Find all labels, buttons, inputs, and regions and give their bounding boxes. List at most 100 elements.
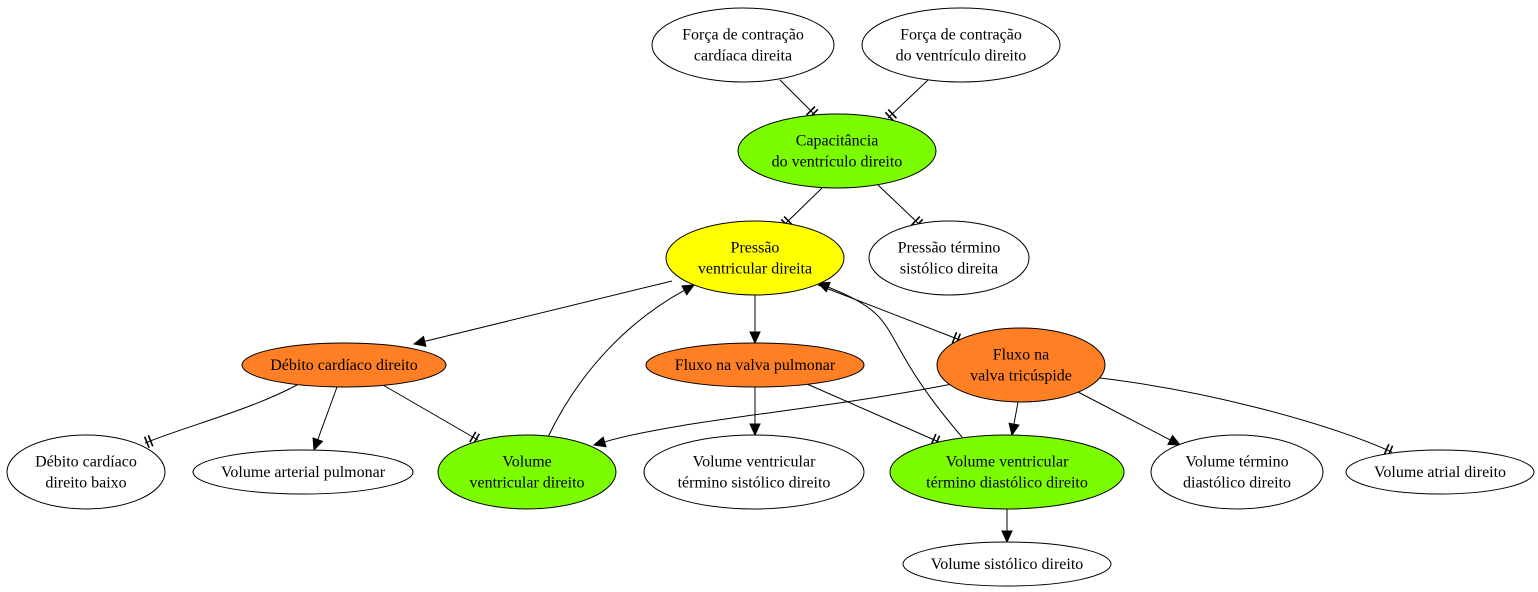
node-volume-atrial: Volume atrial direito (1345, 449, 1535, 495)
edge-volume_diastolico_final-to-volume_sistolico (1001, 509, 1013, 544)
node-ellipse (889, 434, 1125, 510)
edge-line (1013, 401, 1019, 425)
tee-mark (887, 108, 898, 119)
nodes-layer: Força de contração cardíaca direita Força … (6, 7, 1535, 587)
edge-line (806, 383, 940, 443)
tee-mark (143, 436, 150, 449)
node-pressao-termino: Pressão término sistólico direita (868, 220, 1030, 296)
edge-line (1099, 377, 1393, 453)
edge-line (877, 184, 921, 226)
edge-fluxo_pulmonar-to-volume_diastolico_final (806, 383, 941, 448)
node-ellipse (868, 220, 1030, 296)
node-ellipse (665, 220, 845, 296)
node-label: do ventrículo direito (772, 154, 903, 171)
edge-fluxo_tricuspide-to-volume_termino_diastolico (1077, 391, 1182, 446)
node-label: Pressão término (898, 240, 1001, 257)
edge-debito_cardiaco-to-debito_baixo (143, 384, 298, 449)
node-label: Força de contração (900, 27, 1022, 44)
node-label: Fluxo na valva pulmonar (675, 357, 836, 374)
node-volume-diastolico-final: Volume ventricular término diastólico dir… (889, 434, 1125, 510)
node-ellipse (6, 434, 166, 510)
node-ellipse (1345, 449, 1535, 495)
node-ellipse (651, 7, 835, 83)
arrow-head (1008, 422, 1020, 437)
node-label: término sistólico direito (678, 475, 831, 492)
edge-line (547, 289, 685, 438)
node-label: término diastólico direito (926, 475, 1088, 492)
node-volume-ventricular: Volume ventricular direito (437, 434, 617, 510)
edge-fluxo_tricuspide-to-volume_ventricular (592, 383, 953, 448)
node-fluxo-pulmonar: Fluxo na valva pulmonar (645, 342, 865, 388)
edge-line (382, 384, 479, 441)
node-label: Débito cardíaco direito (270, 357, 418, 374)
node-ellipse (192, 449, 414, 495)
edge-line (424, 280, 673, 342)
node-pressao-ventricular: Pressão ventricular direita (665, 220, 845, 296)
arrow-head (816, 281, 831, 293)
node-volume-sistolico: Volume sistólico direito (902, 541, 1112, 587)
edge-line (604, 383, 953, 443)
node-label: sistólico direita (900, 261, 998, 278)
edge-capacitancia-to-pressao_termino (877, 184, 924, 229)
node-label: Volume atrial direito (1374, 464, 1506, 481)
tee-mark (805, 105, 816, 116)
edge-debito_cardiaco-to-volume_arterial (312, 386, 338, 452)
node-label: Fluxo na (993, 347, 1049, 364)
edge-line (817, 284, 961, 341)
edge-fluxo_pulmonar-to-volume_sistolico_final (749, 387, 761, 437)
node-fluxo-tricuspide: Fluxo na valva tricúspide (936, 327, 1106, 403)
node-label: ventricular direita (698, 261, 812, 278)
node-label: Débito cardíaco (35, 454, 137, 471)
node-label: Volume sistólico direito (931, 556, 1084, 573)
arrow-head (1167, 434, 1182, 446)
node-label: do ventrículo direito (896, 48, 1027, 65)
edge-line (887, 79, 929, 119)
node-ellipse (1150, 434, 1324, 510)
node-volume-arterial: Volume arterial pulmonar (192, 449, 414, 495)
arrow-head (412, 335, 427, 347)
edge-forca_cardiaca-to-capacitancia (779, 79, 819, 119)
edge-forca_ventriculo-to-capacitancia (884, 79, 929, 122)
node-label: Força de contração (682, 27, 804, 44)
edge-capacitancia-to-pressao_ventricular (780, 187, 823, 229)
arrow-head (1001, 530, 1013, 544)
node-ellipse (643, 434, 865, 510)
arrow-head (681, 284, 696, 296)
arrow-head (312, 437, 324, 452)
node-label: cardíaca direita (694, 48, 792, 65)
edge-line (828, 286, 963, 438)
node-volume-sistolico-final: Volume ventricular término sistólico dire… (643, 434, 865, 510)
node-label: Volume ventricular (693, 454, 816, 471)
edge-pressao_ventricular-to-fluxo_pulmonar (749, 295, 761, 345)
edge-volume_ventricular-to-pressao_ventricular (547, 284, 696, 438)
tee-mark (884, 111, 895, 122)
tee-mark (910, 215, 921, 226)
arrow-head (749, 423, 761, 437)
node-ellipse (902, 541, 1112, 587)
edge-volume_diastolico_final-to-pressao_ventricular (816, 281, 963, 438)
node-label: diastólico direito (1183, 475, 1291, 492)
edge-line (779, 79, 816, 116)
node-debito-cardiaco: Débito cardíaco direito (241, 342, 447, 388)
tee-mark (1383, 443, 1390, 456)
node-label: Volume (502, 454, 551, 471)
node-label: ventricular direito (469, 475, 584, 492)
node-forca-ventriculo: Força de contração do ventrículo direito (861, 7, 1061, 83)
edge-line (144, 384, 298, 444)
node-label: Volume arterial pulmonar (221, 464, 386, 481)
edge-line (317, 386, 338, 440)
node-label: Volume ventricular (946, 454, 1069, 471)
node-ellipse (437, 434, 617, 510)
node-ellipse (936, 327, 1106, 403)
tee-mark (951, 331, 958, 344)
edge-fluxo_tricuspide-to-volume_diastolico_final (1008, 401, 1020, 437)
node-label: Pressão (731, 240, 780, 257)
node-ellipse (241, 342, 447, 388)
node-ellipse (737, 113, 937, 189)
edge-line (1077, 391, 1171, 441)
node-label: valva tricúspide (970, 368, 1072, 385)
arrow-head (749, 331, 761, 345)
